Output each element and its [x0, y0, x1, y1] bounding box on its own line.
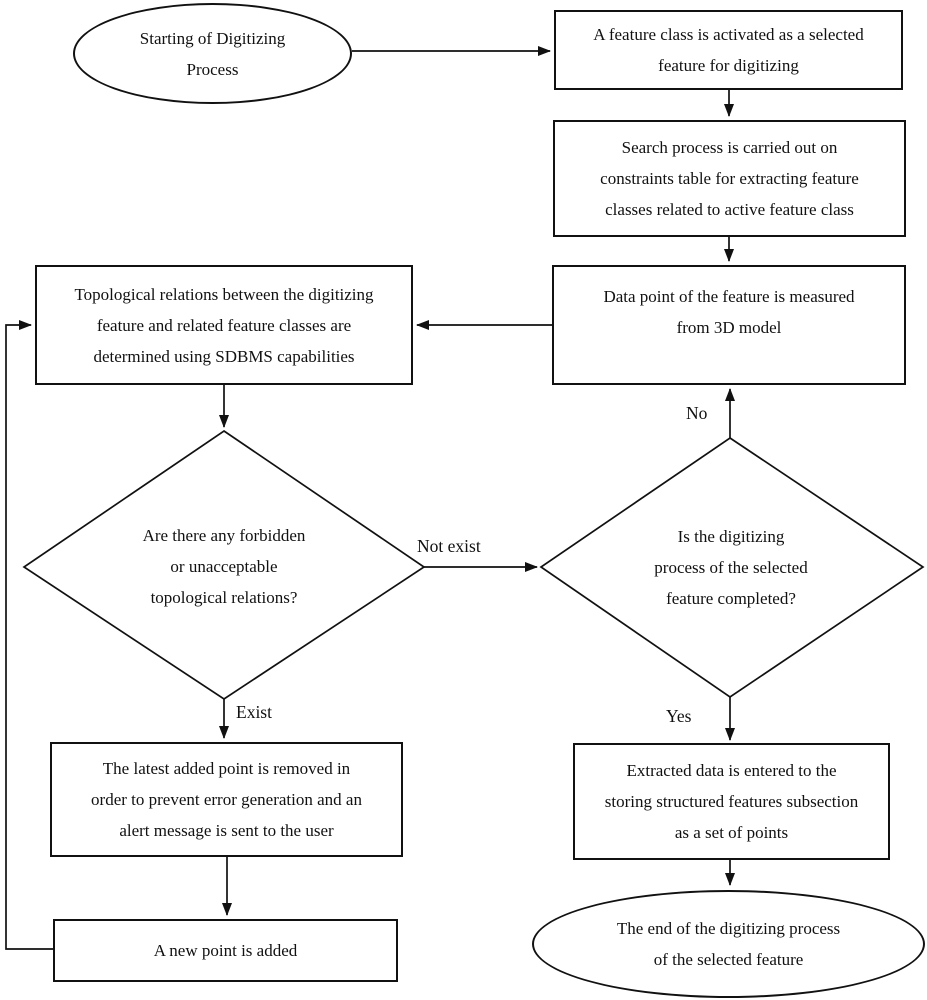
forbidden-relations-label: Are there any forbidden or unacceptable … [142, 525, 306, 607]
remove-point-label: The latest added point is removed in ord… [91, 759, 362, 840]
digitizing-completed-label: Is the digitizing process of the selecte… [654, 526, 808, 608]
new-point-process: A new point is added [53, 919, 398, 982]
store-data-label: Extracted data is entered to the storing… [604, 761, 859, 842]
search-constraints-label: Search process is carried out on constra… [600, 138, 859, 219]
topological-relations-process: Topological relations between the digiti… [35, 265, 413, 385]
topological-relations-label: Topological relations between the digiti… [74, 284, 374, 366]
search-constraints-process: Search process is carried out on constra… [553, 120, 906, 237]
start-terminator: Starting of Digitizing Process [73, 3, 352, 104]
activate-feature-process: A feature class is activated as a select… [554, 10, 903, 90]
start-label: Starting of Digitizing Process [139, 28, 286, 79]
connector-new-point-loop-to-topology [5, 320, 53, 950]
edge-label-exist: Exist [236, 702, 272, 722]
store-data-process: Extracted data is entered to the storing… [573, 743, 890, 860]
forbidden-relations-decision: Are there any forbidden or unacceptable … [74, 509, 374, 623]
edge-label-yes: Yes [666, 706, 692, 726]
edge-label-no: No [686, 403, 708, 423]
end-label: The end of the digitizing process of the… [616, 919, 841, 969]
activate-feature-label: A feature class is activated as a select… [593, 25, 864, 75]
end-terminator: The end of the digitizing process of the… [532, 890, 925, 998]
edge-label-not-exist: Not exist [417, 536, 481, 556]
measure-point-process: Data point of the feature is measured fr… [552, 265, 906, 385]
measure-point-label: Data point of the feature is measured fr… [603, 287, 855, 337]
digitizing-completed-decision: Is the digitizing process of the selecte… [581, 511, 881, 623]
new-point-label: A new point is added [153, 941, 298, 960]
remove-point-process: The latest added point is removed in ord… [50, 742, 403, 857]
